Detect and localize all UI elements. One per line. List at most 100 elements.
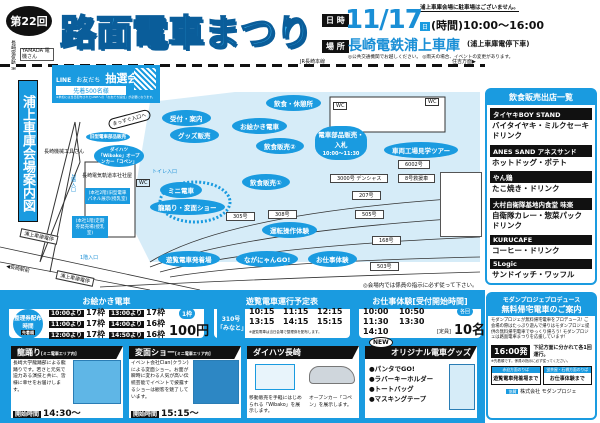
shop-item: やん鶏たこ焼き・ドリンク — [490, 171, 592, 195]
event-date: 11/17 — [345, 5, 423, 35]
sponsor-label: 協賛 — [506, 389, 519, 395]
free-train-title2: 無料帰宅電車のご案内 — [501, 305, 582, 314]
event-title: ダイハツ長崎 — [247, 346, 359, 359]
event-title-text: 龍踊り — [17, 348, 41, 357]
depart-small: ※先着順です。係員の指示に必ず従ってください。 — [491, 359, 571, 364]
ticket-room: (本社1階)定期券発売場(授乳室) — [72, 216, 108, 238]
job-time: 11:30 — [363, 317, 389, 326]
header-notes: ◎公共交通機関でお越しください。 ◎雨天の場合、イベントの変更があります。 — [348, 55, 514, 60]
unit-badge: 1枠 — [179, 308, 196, 319]
goods-label[interactable]: グッズ販売 — [170, 127, 219, 143]
shop-name: 大村自衛隊基地内食堂 味楽 — [490, 198, 592, 210]
food2-label[interactable]: 飲食販売② — [256, 138, 304, 154]
tour-time: 15:15 — [317, 317, 343, 326]
slot-time: 11:00より — [49, 321, 84, 328]
tour-time: 13:15 — [249, 317, 275, 326]
to-sumiyoshi: 住吉方面▶ — [452, 59, 476, 65]
goods-item: ●パンタでGO! — [369, 365, 415, 373]
tour-note: ※遊覧電車は当日会場で整理券を配布します。 — [249, 330, 322, 334]
route-head: 蛍茶屋・石橋方面のりば — [543, 367, 591, 374]
slot-time: 14:00より — [109, 321, 144, 328]
time-label: 開始時間 — [13, 411, 42, 418]
shop-name: タイヤキBOY STAND — [490, 108, 592, 120]
ticket-time-badge: 整理券配布時間先着順 — [13, 309, 43, 339]
route-1: 赤迫方面のりば遊覧電車発着場まで — [491, 366, 541, 386]
building — [440, 172, 482, 237]
event-title: オリジナル電車グッズ — [365, 346, 477, 359]
map-banner: 浦上車庫会場案内図 — [18, 80, 38, 222]
tour-stop-label[interactable]: 遊覧電車発着場 — [158, 251, 220, 267]
sponsor-logo: YAMADA 電機さん — [20, 48, 54, 61]
route-head: 赤迫方面のりば — [492, 367, 540, 374]
factory-tour-label[interactable]: 車両工場見学ツアー — [384, 142, 459, 158]
event-sub: [ミニ電車エリア内] — [41, 351, 77, 356]
entrance2: 2階入口 — [70, 174, 76, 193]
company-label: 長崎電気軌道本社社屋 — [82, 173, 133, 179]
entrance1: 1階入口 — [80, 255, 99, 261]
depart-note: 下記方面に分かれて各1回運行。 — [533, 345, 592, 359]
sponsor-row: 協賛 株式会社 モダンプロジェ — [491, 388, 592, 395]
event-title: 路面電車まつり — [59, 12, 313, 55]
free-train-header: モダンプロジェプロデュース無料帰宅電車のご案内 — [488, 294, 595, 316]
free-train-panel: モダンプロジェプロデュース無料帰宅電車のご案内 モダンプロジェが無料帰宅電車をプ… — [486, 292, 597, 420]
food1-label[interactable]: 飲食販売① — [242, 174, 290, 190]
event-sub: [ミニ電車エリア内] — [175, 351, 211, 356]
event-title: 変面ショー[ミニ電車エリア内] — [129, 346, 241, 359]
qr-code-icon[interactable] — [134, 68, 156, 90]
shop-name: ANES SAND アネスサンド — [490, 144, 592, 157]
capacity-label: [定員] — [437, 329, 451, 335]
event-text: イベント会社Clan(クラン)による変面ショー。お面が瞬時に変わる人気が高い伝統… — [131, 361, 189, 400]
shows-label[interactable]: 龍踊り・変面ショー — [150, 199, 225, 215]
slot-count: 17枠 — [85, 319, 106, 328]
shop-menu: サンドイッチ・ワッフル — [492, 270, 575, 280]
drawing-title: お絵かき電車 — [9, 294, 204, 309]
shop-name: やん鶏 — [490, 171, 592, 184]
goods-item: ●トートバッグ — [369, 385, 414, 393]
slot-count: 17枠 — [85, 308, 106, 317]
naganyan-label[interactable]: ながにゃんGO! — [236, 251, 299, 267]
old-parts-label[interactable]: 旧型電車部品販売 — [86, 132, 130, 142]
mini-train-label[interactable]: ミニ電車 — [160, 182, 202, 198]
depart-time: 16:00発 — [491, 344, 531, 358]
route-dest: 遊覧電車発着場まで — [493, 376, 539, 383]
tour-car: 310号「みなと」 — [217, 308, 247, 338]
wc-2: WC — [333, 102, 348, 110]
slot-count: 16枠 — [145, 330, 166, 339]
job-label[interactable]: お仕事体験 — [308, 251, 357, 267]
place-label: 場 所 — [322, 40, 349, 53]
event-text: 長崎大学龍踊部による龍踊りです。若さと元気で迫力ある演技と共に、皆様に幸せをお届… — [13, 361, 66, 393]
food-rest-label[interactable]: 飲食・休憩所 — [266, 95, 321, 111]
drawing-train-label[interactable]: お絵かき電車 — [232, 118, 287, 134]
event-goods: NEW オリジナル電車グッズ ●パンタでGO! ●ラバーキーホルダー ●トートバ… — [365, 337, 477, 418]
place-sub: (浦上車庫電停下車) — [467, 40, 530, 48]
job-time: 10:00 — [363, 307, 389, 316]
parts-sale-time: 10:00～11:30 — [322, 151, 360, 157]
shop-label: 長崎機械工具さん — [44, 149, 85, 155]
depart-row: 16:00発 下記方面に分かれて各1回運行。 — [491, 344, 592, 358]
shop-list-title: 飲食販売出店一覧 — [487, 90, 595, 105]
slot-time: 14:50より — [109, 332, 144, 339]
free-train-title1: モダンプロジェプロデュース — [502, 297, 581, 304]
job-title: お仕事体験[受付開始時間] — [359, 294, 481, 309]
free-train-text: モダンプロジェが無料帰宅電車をプロデュース! ご会場の際はたっぷり遊んで帰りはモ… — [491, 318, 590, 341]
caution-note: ◎会場内では係員の指示に必ず従って下さい。 — [363, 283, 478, 289]
reception-label[interactable]: 受付・案内 — [162, 110, 211, 126]
line-limit: 先着500名様 — [56, 86, 126, 95]
line-lottery-box[interactable]: LINE お友だち 抽選会 先着500名様 ※参加には当日配布されたLINEへの… — [52, 65, 160, 103]
shop-menu: バイタイヤキ・ミルクセーキ ドリンク — [492, 121, 589, 140]
wc-3: WC — [425, 98, 440, 106]
daihatsu-label[interactable]: ダイハツ「Wibako」オープンカー「コペン」 — [94, 145, 144, 167]
ticket-label: 整理券配布時間 — [14, 316, 42, 330]
event-time: 14:30～ — [43, 409, 81, 419]
car-207: 207号 — [352, 191, 381, 200]
driving-label[interactable]: 運転操作体験 — [262, 222, 317, 238]
